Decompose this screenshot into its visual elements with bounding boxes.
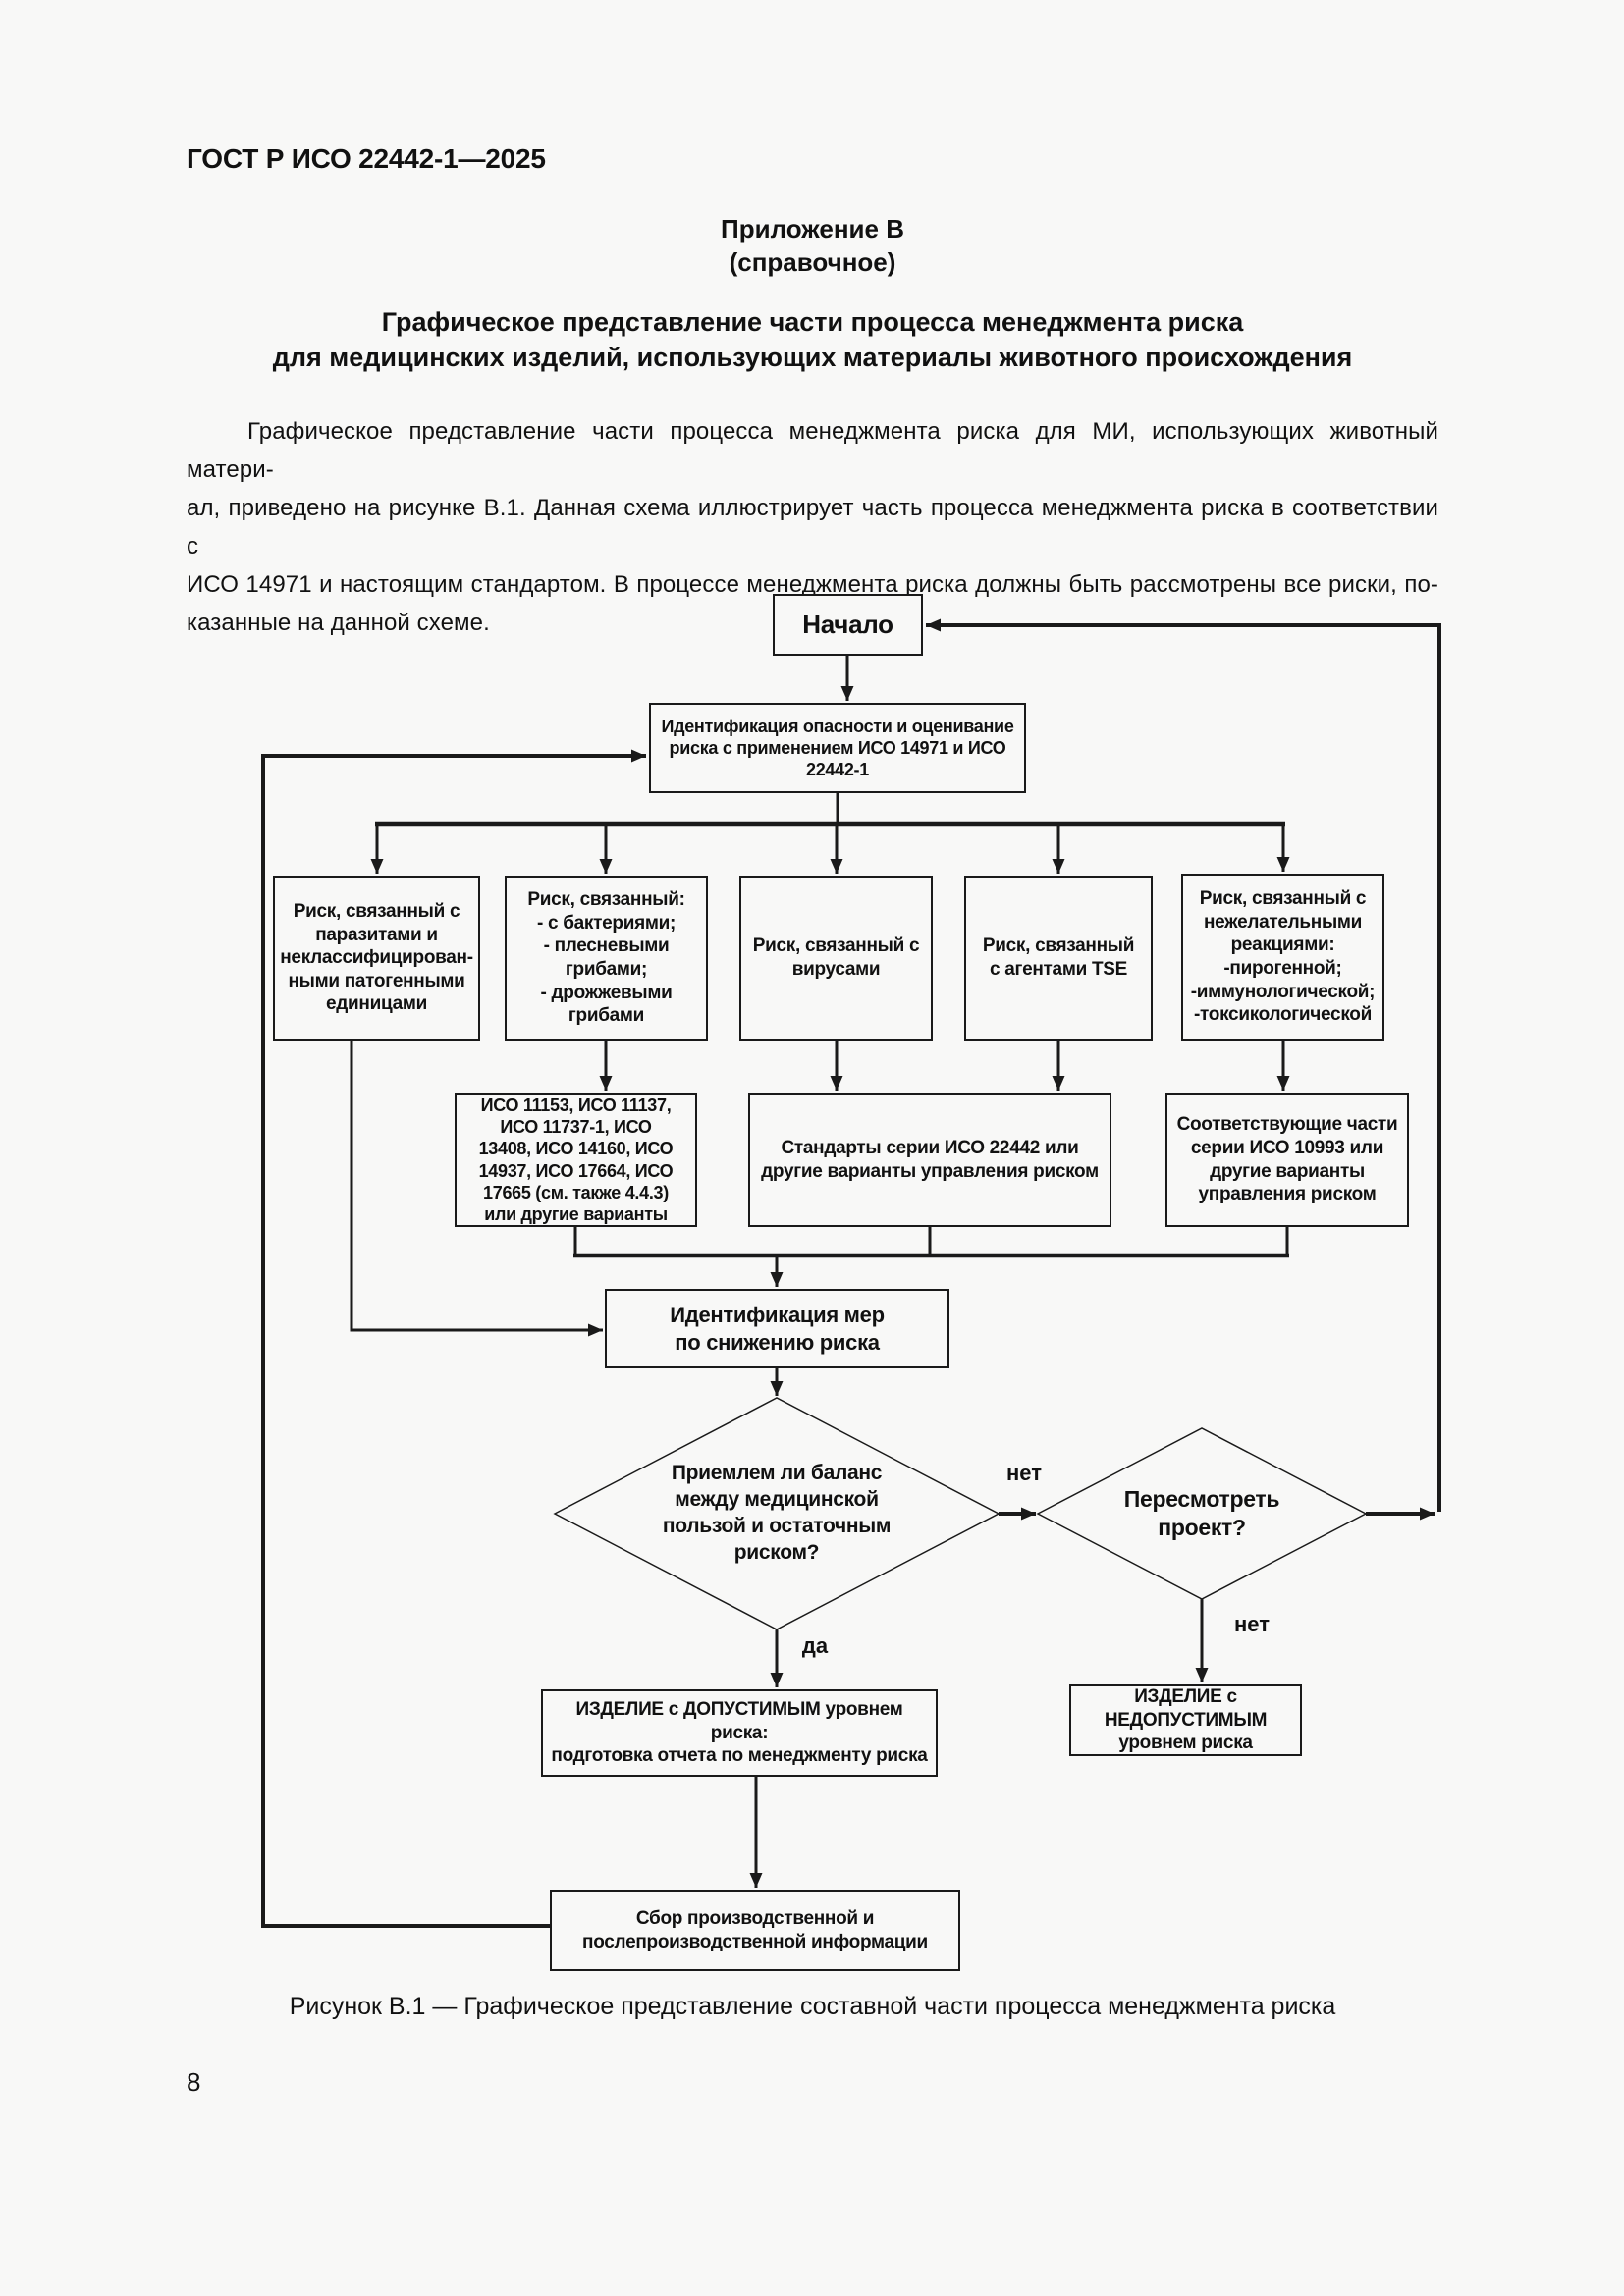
node-risk-bacteria-fungi: Риск, связанный: - с бактериями; - плесн…: [505, 876, 708, 1041]
node-hazard-identification: Идентификация опасности и оценивание рис…: [649, 703, 1026, 793]
title-line-1: Графическое представление части процесса…: [381, 307, 1244, 337]
page-number: 8: [187, 2067, 201, 2097]
decision-revise-question: Пересмотреть проект?: [1123, 1485, 1280, 1540]
page-header: ГОСТ Р ИСО 22442-1—2025: [187, 143, 546, 174]
page-title: Графическое представление части процесса…: [187, 304, 1438, 375]
intro-line: ИСО 14971 и настоящим стандартом. В проц…: [187, 571, 1438, 598]
node-collect-production-info: Сбор производственной и послепроизводств…: [550, 1890, 960, 1971]
figure-caption: Рисунок В.1 — Графическое представление …: [289, 1993, 1336, 2020]
node-risk-tse: Риск, связанный с агентами TSE: [964, 876, 1153, 1041]
intro-line: казанные на данной схеме.: [187, 610, 490, 636]
appendix-heading: Приложение В (справочное): [187, 212, 1438, 279]
appendix-kind: (справочное): [729, 247, 896, 277]
node-iso-22442-standards: Стандарты серии ИСО 22442 или другие вар…: [748, 1093, 1111, 1227]
node-iso-sterilization-standards: ИСО 11153, ИСО 11137, ИСО 11737-1, ИСО 1…: [455, 1093, 697, 1227]
edge-label-revise-no: нет: [1233, 1612, 1270, 1636]
node-unacceptable-risk-product: ИЗДЕЛИЕ с НЕДОПУСТИМЫМ уровнем риска: [1069, 1684, 1302, 1756]
node-risk-viruses: Риск, связанный с вирусами: [739, 876, 933, 1041]
feedback-to-hazard: [261, 749, 646, 1928]
edge-parasites-to-measures: [350, 1041, 603, 1337]
node-risk-reduction-measures: Идентификация мер по снижению риска: [605, 1289, 949, 1368]
node-risk-parasites: Риск, связанный с паразитами и неклассиф…: [273, 876, 480, 1041]
edge-label-balance-yes: да: [801, 1633, 829, 1658]
node-start: Начало: [773, 594, 923, 656]
intro-line: ал, приведено на рисунке В.1. Данная схе…: [187, 495, 1438, 560]
edge-label-balance-no: нет: [1005, 1461, 1042, 1485]
intro-line: Графическое представление части процесса…: [187, 418, 1438, 483]
node-risk-reactions: Риск, связанный с нежелательными реакция…: [1181, 874, 1384, 1041]
appendix-label: Приложение В: [721, 214, 904, 243]
feedback-to-start: [926, 618, 1441, 1512]
decision-balance-question: Приемлем ли баланс между медицинской пол…: [662, 1462, 892, 1564]
intro-paragraph: Графическое представление части процесса…: [187, 412, 1438, 642]
node-acceptable-risk-product: ИЗДЕЛИЕ с ДОПУСТИМЫМ уровнем риска: подг…: [541, 1689, 938, 1777]
title-line-2: для медицинских изделий, использующих ма…: [272, 343, 1353, 372]
node-iso-10993-standards: Соответствующие части серии ИСО 10993 ил…: [1165, 1093, 1409, 1227]
